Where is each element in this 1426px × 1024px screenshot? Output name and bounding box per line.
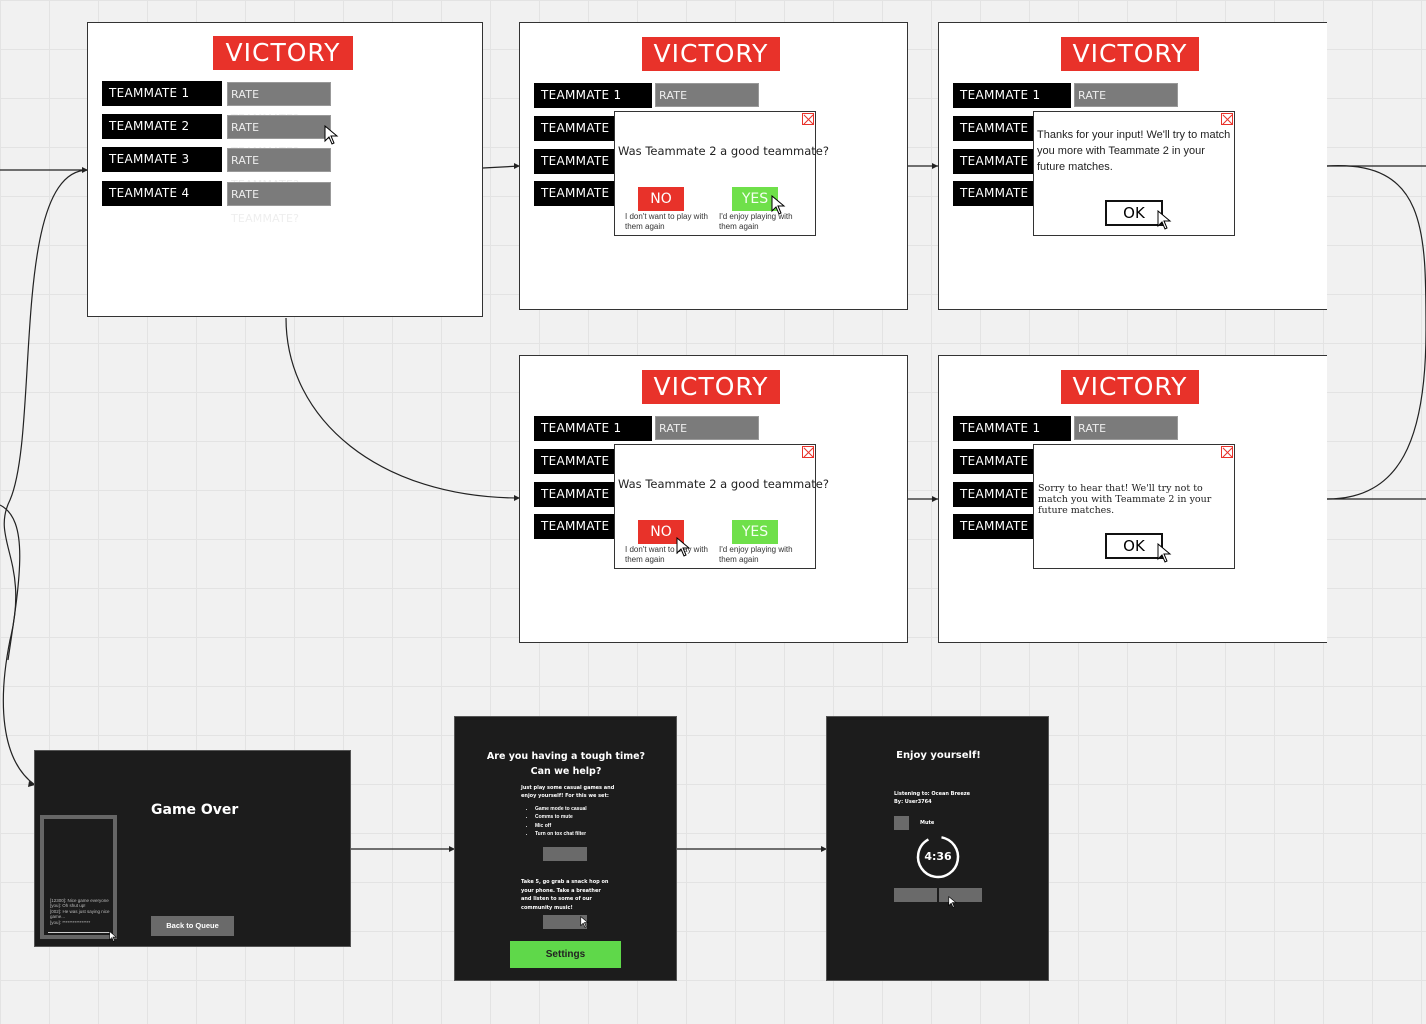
frame-thanks: VICTORY TEAMMATE 1 RATE TEAMMATE? TEAMMA… xyxy=(938,22,1327,310)
frame-question-yes: VICTORY TEAMMATE 1 RATE TEAMMATE? TEAMMA… xyxy=(519,22,908,310)
timer-ring-icon xyxy=(916,835,960,879)
connector-left-loop xyxy=(2,169,89,786)
frame-rating-list: VICTORY TEAMMATE 1 RATE TEAMMATE? TEAMMA… xyxy=(87,22,483,317)
popup-question: Was Teammate 2 a good teammate? xyxy=(618,477,829,491)
sorry-popup: Sorry to hear that! We'll try not to mat… xyxy=(1033,444,1235,569)
enjoy-title: Enjoy yourself! xyxy=(896,750,981,761)
music-control-left-button[interactable] xyxy=(894,888,937,902)
chat-line: [you]: **************** xyxy=(50,919,91,925)
confirm-settings-button[interactable] xyxy=(543,847,587,861)
teammate-1-label: TEAMMATE 1 xyxy=(534,83,652,108)
tough-time-intro: Just play some casual games and enjoy yo… xyxy=(521,785,615,799)
no-button[interactable]: NO xyxy=(638,187,684,211)
chat-log: [12300]: Nice game everyone [you]: Oh sh… xyxy=(50,898,114,926)
cursor-icon xyxy=(948,896,957,908)
teammate-1-label: TEAMMATE 1 xyxy=(102,81,222,106)
chat-input[interactable] xyxy=(48,932,110,933)
teammate-2-label: TEAMMATE 2 xyxy=(102,114,222,139)
listen-music-button[interactable] xyxy=(543,915,587,929)
victory-banner: VICTORY xyxy=(642,370,780,404)
thanks-message: Thanks for your input! We'll try to matc… xyxy=(1037,129,1231,173)
close-icon[interactable] xyxy=(802,446,814,458)
close-icon[interactable] xyxy=(1221,113,1233,125)
mute-label: Mute xyxy=(920,820,935,826)
timer-text: 4:36 xyxy=(924,850,952,863)
back-to-queue-button[interactable]: Back to Queue xyxy=(151,916,234,936)
list-item: Mic off xyxy=(535,822,587,830)
artist-label: By: User3764 xyxy=(894,799,932,805)
tough-time-title: Are you having a tough time? Can we help… xyxy=(486,751,646,777)
close-icon[interactable] xyxy=(1221,446,1233,458)
teammate-4-label: TEAMMATE 4 xyxy=(102,181,222,206)
teammate-3-label: TEAMMATE 3 xyxy=(102,147,222,172)
list-item: Turn on tox chat filter xyxy=(535,830,587,838)
yes-caption: I'd enjoy playing with them again xyxy=(719,212,793,231)
connector-a-b xyxy=(482,165,521,169)
rate-question-popup: Was Teammate 2 a good teammate? NO YES I… xyxy=(614,444,829,569)
rate-question-popup: Was Teammate 2 a good teammate? NO YES I… xyxy=(614,111,829,236)
connector-a-d xyxy=(285,317,521,499)
cursor-icon xyxy=(676,537,691,557)
chat-line: [you]: Oh shut up! xyxy=(50,903,86,908)
game-over-title: Game Over xyxy=(151,802,239,818)
settings-button[interactable]: Settings xyxy=(510,941,621,968)
rate-teammate-1-button[interactable]: RATE TEAMMATE? xyxy=(655,416,759,459)
tough-time-break-text: Take 5, go grab a snack hop on your phon… xyxy=(521,879,609,911)
cursor-icon xyxy=(1157,543,1172,563)
victory-banner: VICTORY xyxy=(213,36,353,70)
cursor-icon xyxy=(580,916,589,928)
close-icon[interactable] xyxy=(802,113,814,125)
victory-banner: VICTORY xyxy=(642,37,780,71)
frame-question-no: VICTORY TEAMMATE 1 RATE TEAMMATE? TEAMMA… xyxy=(519,355,908,643)
connector-e-right xyxy=(1326,329,1426,500)
rate-teammate-1-button[interactable]: RATE TEAMMATE? xyxy=(1074,416,1178,459)
victory-banner: VICTORY xyxy=(1061,37,1199,71)
thanks-popup: Thanks for your input! We'll try to matc… xyxy=(1033,111,1235,236)
rate-teammate-2-button[interactable]: RATE TEAMMATE? xyxy=(227,115,331,158)
rate-teammate-1-button[interactable]: RATE TEAMMATE? xyxy=(227,82,331,125)
list-item: Comms to mute xyxy=(535,813,587,821)
cursor-icon xyxy=(1157,210,1172,230)
victory-banner: VICTORY xyxy=(1061,370,1199,404)
rate-teammate-1-button[interactable]: RATE TEAMMATE? xyxy=(1074,83,1178,126)
ok-button[interactable]: OK xyxy=(1105,200,1163,226)
popup-question: Was Teammate 2 a good teammate? xyxy=(618,144,829,158)
chat-line: [002]: He was just saying nice game... xyxy=(50,908,110,920)
list-item: Game mode to casual xyxy=(535,805,587,813)
rate-teammate-4-button[interactable]: RATE TEAMMATE? xyxy=(227,182,331,225)
frame-enjoy: Enjoy yourself! Listening to: Ocean Bree… xyxy=(826,716,1049,981)
cursor-icon xyxy=(771,195,786,215)
yes-button[interactable]: YES xyxy=(732,187,778,211)
teammate-1-label: TEAMMATE 1 xyxy=(953,83,1071,108)
frame-tough-time: Are you having a tough time? Can we help… xyxy=(454,716,677,981)
sorry-message: Sorry to hear that! We'll try not to mat… xyxy=(1038,483,1212,516)
yes-caption: I'd enjoy playing with them again xyxy=(719,545,793,564)
no-button[interactable]: NO xyxy=(638,520,684,544)
chat-panel: [12300]: Nice game everyone [you]: Oh sh… xyxy=(40,815,117,939)
cursor-icon xyxy=(109,931,118,942)
frame-sorry: VICTORY TEAMMATE 1 RATE TEAMMATE? TEAMMA… xyxy=(938,355,1327,643)
no-caption: I don't want to play with them again xyxy=(625,212,708,231)
yes-button[interactable]: YES xyxy=(732,520,778,544)
connector-left-branch xyxy=(0,504,21,661)
chat-line: [12300]: Nice game everyone xyxy=(50,897,109,903)
mute-checkbox[interactable] xyxy=(894,816,909,830)
no-caption: I don't want to play with them again xyxy=(625,545,708,564)
cursor-icon xyxy=(324,125,339,145)
teammate-1-label: TEAMMATE 1 xyxy=(953,416,1071,441)
now-playing-label: Listening to: Ocean Breeze xyxy=(894,791,971,797)
connector-c-right xyxy=(1326,165,1426,331)
frame-game-over: Game Over [12300]: Nice game everyone [y… xyxy=(34,750,351,947)
tough-time-settings-list: Game mode to casual Comms to mute Mic of… xyxy=(527,805,587,838)
music-control-right-button[interactable] xyxy=(939,888,982,902)
teammate-1-label: TEAMMATE 1 xyxy=(534,416,652,441)
ok-button[interactable]: OK xyxy=(1105,533,1163,559)
rate-teammate-1-button[interactable]: RATE TEAMMATE? xyxy=(655,83,759,126)
rate-teammate-3-button[interactable]: RATE TEAMMATE? xyxy=(227,148,331,191)
